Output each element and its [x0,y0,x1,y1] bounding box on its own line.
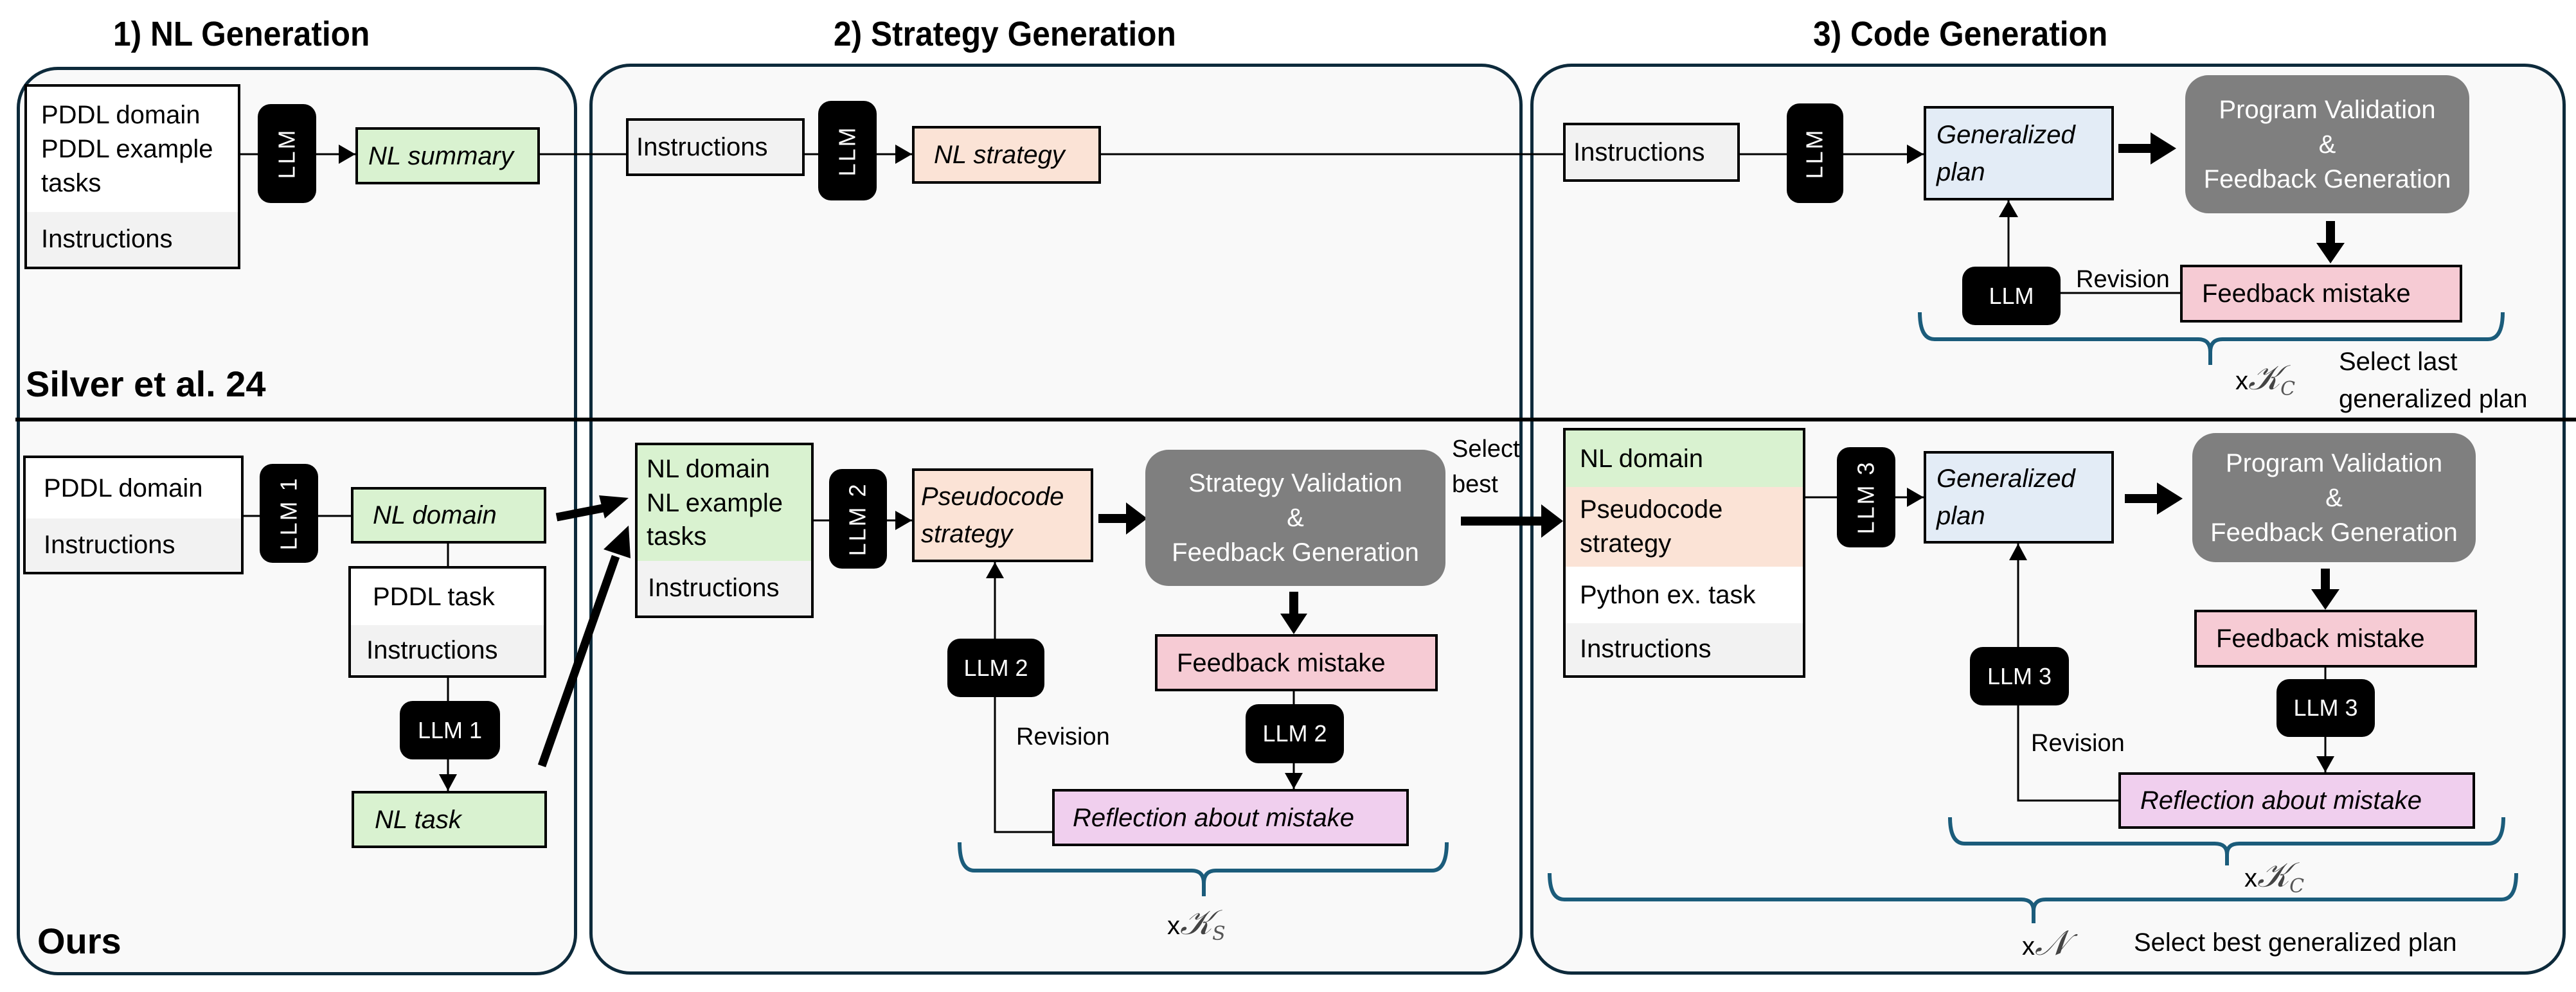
section-title-strategy-generation: 2) Strategy Generation [834,15,1176,53]
llm-3-badge: LLM 3 [1970,647,2069,705]
nl-summary-box: NL summary [355,127,540,184]
section-title-code-generation: 3) Code Generation [1813,15,2108,53]
k-symbol: 𝒦 [2257,855,2290,895]
multiplier-prefix: x [2235,367,2248,395]
revision-label: Revision [1016,723,1110,750]
select-best-label: Select best [1452,436,1520,499]
python-example-task-label: Python ex. task [1566,567,1803,623]
code-feedback-mistake-box: Feedback mistake [2194,610,2477,668]
select-best-plan-label: Select best generalized plan [2134,928,2457,957]
loop-multiplier: x𝒦C [2235,357,2295,400]
nl-domain-label: NL domain [1566,430,1803,487]
revision-label: Revision [2076,266,2170,293]
instructions-label: Instructions [638,561,811,616]
llm-1-badge: LLM 1 [400,701,500,759]
strategy-input-box: NL domain NL example tasks Instructions [635,443,814,618]
strategy-multiplier: x𝒦S [1167,902,1226,945]
instructions-label: Instructions [27,212,238,267]
strategy-reflection-box: Reflection about mistake [1052,789,1409,846]
llm-badge: LLM [818,101,877,200]
row-separator [15,418,2576,421]
n-symbol: 𝒩 [2035,923,2068,963]
llm-label: LLM [1802,127,1828,179]
revision-label: Revision [2031,730,2125,757]
multiplier-prefix: x [1167,912,1180,940]
llm-2-badge: LLM 2 [829,469,887,569]
strategy-feedback-mistake-box: Feedback mistake [1155,634,1438,691]
code-instructions-box: Instructions [1563,123,1740,182]
strategy-instructions-box: Instructions [626,118,805,176]
llm-label: LLM 1 [275,476,302,551]
program-validation-box: Program Validation & Feedback Generation [2192,433,2476,562]
pddl-domain-tasks-label: PDDL domain PDDL example tasks [27,87,238,212]
nl-domain-box: NL domain [351,487,546,544]
code-multiplier: x𝒦C [2244,855,2304,898]
llm-label: LLM 3 [1852,460,1879,535]
pseudocode-strategy-label: Pseudocode strategy [1566,487,1803,567]
instructions-label: Instructions [26,518,241,572]
llm-2-badge: LLM 2 [947,639,1044,697]
instructions-label: Instructions [1566,623,1803,675]
pseudocode-strategy-box: Pseudocode strategy [912,468,1093,562]
pddl-domain-label: PDDL domain [26,458,241,518]
outer-multiplier: x𝒩 [2022,923,2068,964]
code-input-box: NL domain Pseudocode strategy Python ex.… [1563,428,1805,678]
select-last-note: Select last generalized plan [2339,348,2528,413]
llm-badge: LLM [258,104,316,203]
k-subscript: C [2280,378,2296,400]
generalized-plan-box: Generalized plan [1924,106,2114,200]
llm-1-badge: LLM 1 [260,464,318,563]
nl-task-box: NL task [352,791,547,848]
k-symbol: 𝒦 [1180,902,1213,943]
generalized-plan-box: Generalized plan [1924,451,2114,544]
pddl-task-label: PDDL task [351,569,544,625]
pddl-domain-input-box: PDDL domain Instructions [23,456,244,574]
llm-label: LLM 2 [845,481,871,556]
multiplier-prefix: x [2244,864,2257,892]
k-subscript: C [2289,875,2305,898]
nl-domain-examples-label: NL domain NL example tasks [638,445,811,561]
llm-3-badge: LLM 3 [1837,447,1895,547]
row-label-ours: Ours [37,921,121,961]
instructions-label: Instructions [351,625,544,675]
strategy-validation-box: Strategy Validation & Feedback Generatio… [1145,450,1445,586]
multiplier-prefix: x [2022,932,2035,961]
k-subscript: S [1212,923,1226,945]
llm-badge: LLM [1787,103,1843,203]
llm-label: LLM [834,125,861,177]
llm-2-badge: LLM 2 [1246,704,1344,763]
llm-badge: LLM [1962,267,2061,325]
pddl-task-input-box: PDDL task Instructions [348,566,546,678]
k-symbol: 𝒦 [2248,357,2281,398]
code-reflection-box: Reflection about mistake [2118,772,2475,829]
llm-3-badge: LLM 3 [2276,679,2375,737]
llm-label: LLM [273,128,300,179]
baseline-nl-input-box: PDDL domain PDDL example tasks Instructi… [24,84,240,269]
feedback-mistake-box: Feedback mistake [2180,265,2462,323]
section-title-nl-generation: 1) NL Generation [113,15,370,53]
program-validation-box: Program Validation & Feedback Generation [2185,75,2469,213]
row-label-baseline: Silver et al. 24 [26,364,266,404]
nl-strategy-box: NL strategy [912,126,1101,184]
